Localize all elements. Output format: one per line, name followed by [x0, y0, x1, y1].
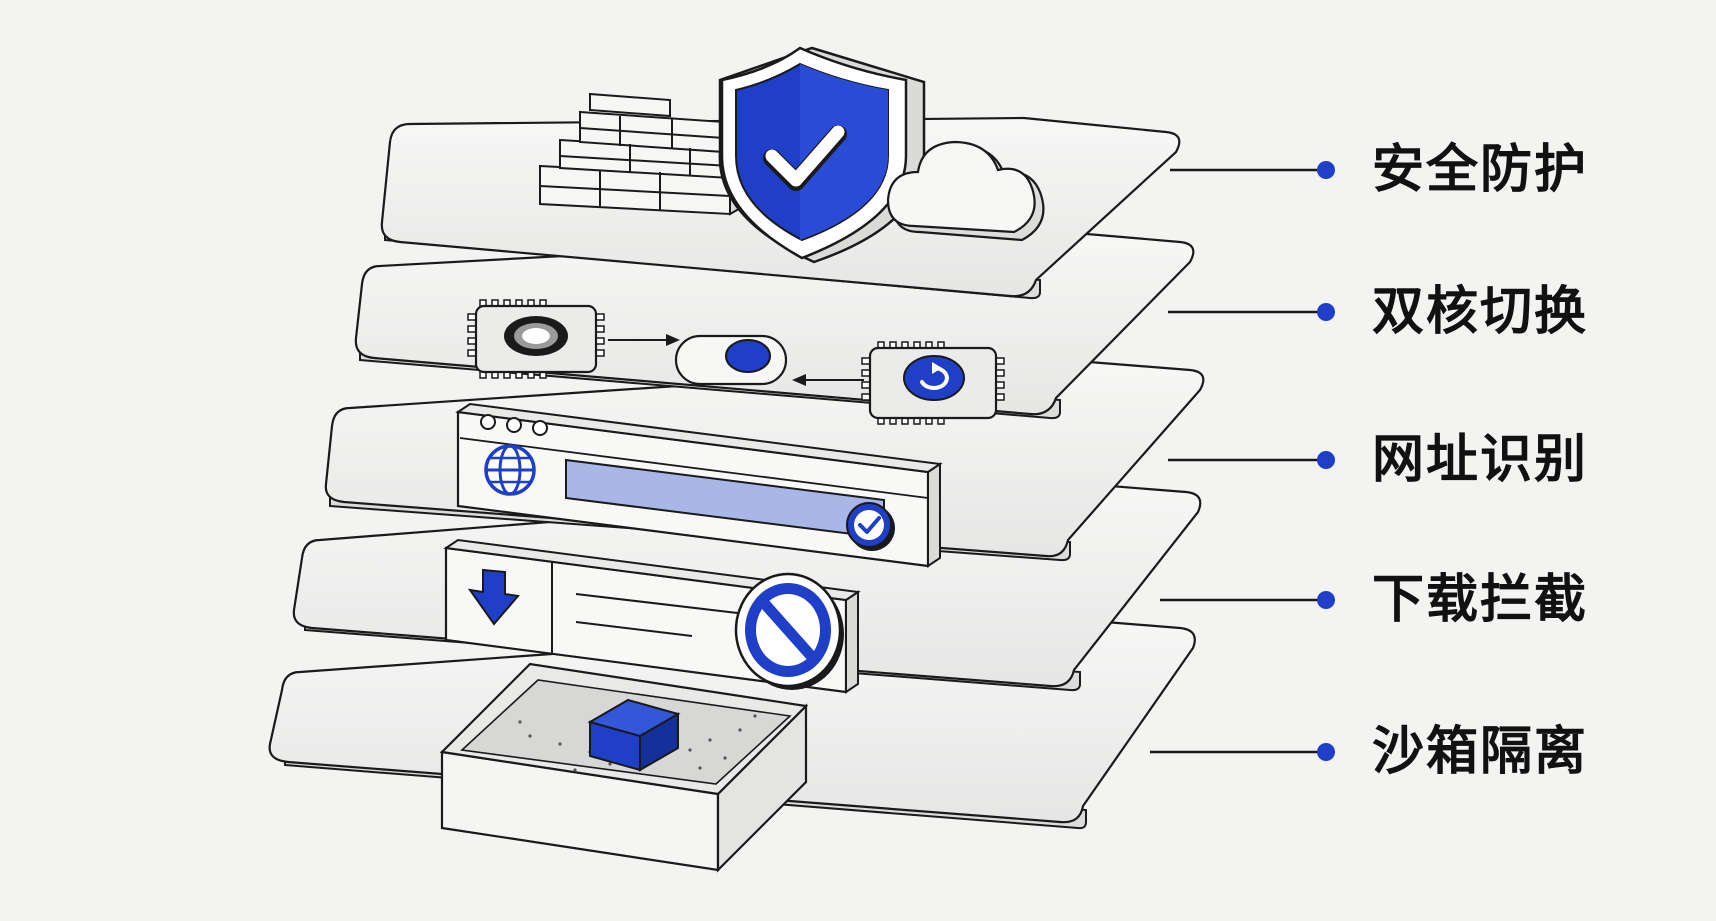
chip-icon [467, 299, 605, 379]
plate-security [380, 46, 1181, 300]
check-circle-icon [846, 502, 895, 551]
browser-window-icon [455, 402, 943, 568]
toggle-switch-icon [608, 334, 864, 386]
layer-label-download-block: 下载拦截 [1372, 570, 1589, 630]
brick-wall-icon [539, 92, 745, 216]
connector-dual-core [1168, 303, 1335, 321]
shield-check-icon [718, 46, 926, 264]
layer-label-security: 安全防护 [1372, 140, 1589, 200]
connector-sandbox [1150, 743, 1335, 761]
sandbox-box-icon [439, 662, 809, 873]
layer-label-sandbox: 沙箱隔离 [1372, 722, 1589, 782]
connector-url-check [1168, 451, 1335, 469]
layer-label-dual-core: 双核切换 [1372, 282, 1589, 342]
plate-sandbox [268, 616, 1196, 873]
connector-download-block [1160, 591, 1335, 609]
cube-icon [587, 698, 681, 772]
download-arrow-icon [467, 568, 520, 626]
blocked-icon [734, 572, 844, 690]
connector-security [1170, 161, 1335, 179]
globe-icon [484, 444, 536, 496]
download-panel-icon [443, 538, 861, 694]
chip-refresh-icon [861, 341, 1005, 425]
layer-label-url-check: 网址识别 [1372, 430, 1589, 490]
cloud-icon [886, 140, 1045, 242]
